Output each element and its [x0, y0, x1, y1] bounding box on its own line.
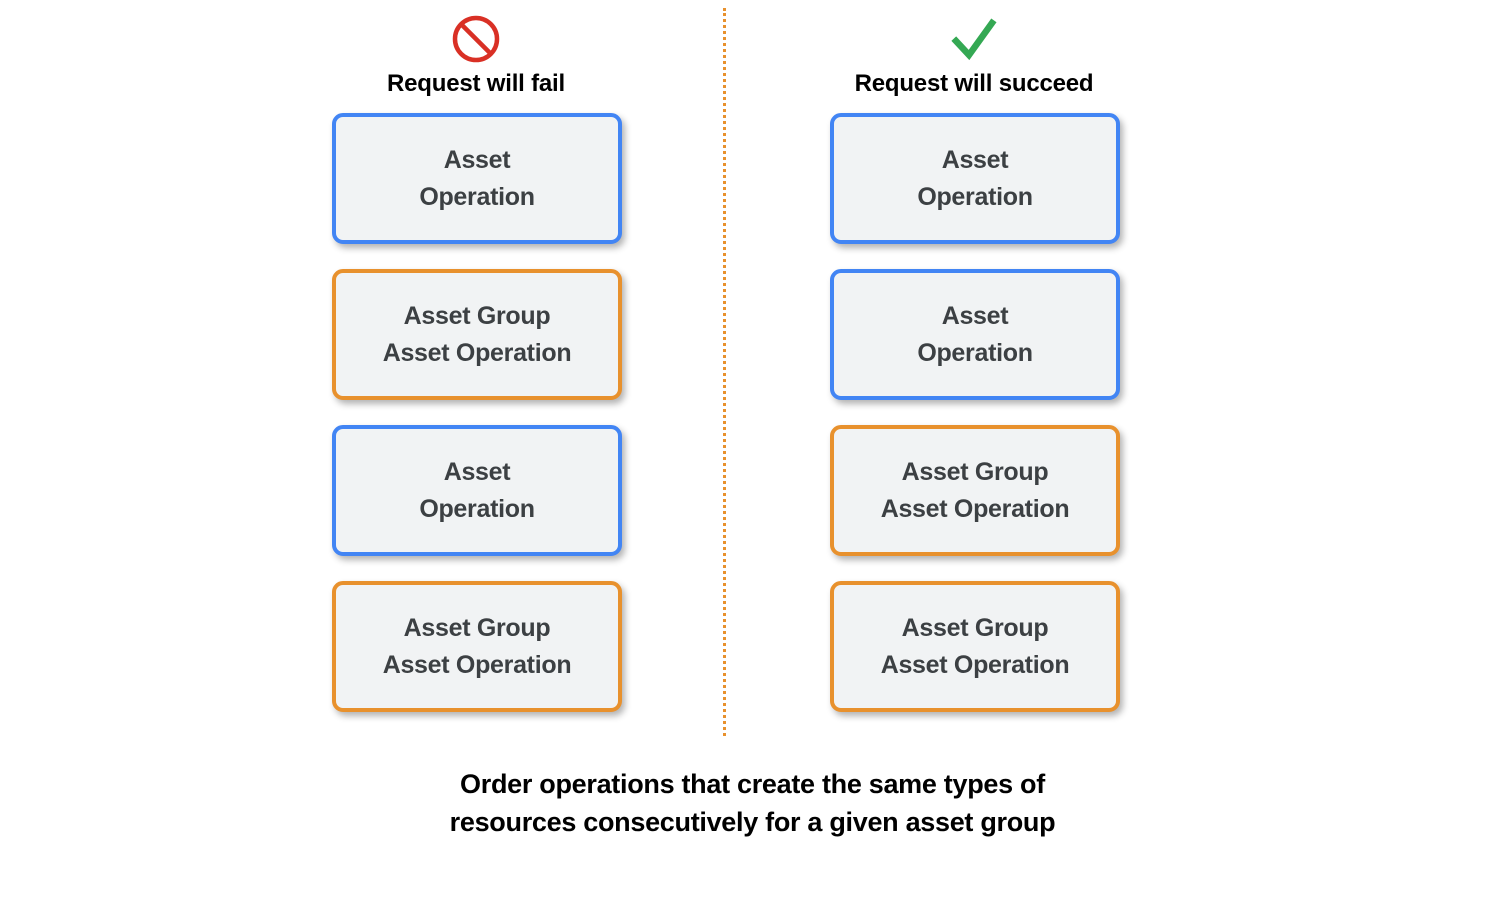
node-label: Asset Operation	[419, 145, 535, 211]
node-label: Asset Operation	[419, 457, 535, 523]
node-box-fail-4[interactable]: Asset Group Asset Operation	[332, 581, 622, 712]
node-label: Asset Group Asset Operation	[880, 457, 1070, 523]
node-box-succeed-4[interactable]: Asset Group Asset Operation	[830, 581, 1120, 712]
node-box-fail-2[interactable]: Asset Group Asset Operation	[332, 269, 622, 400]
node-box-succeed-1[interactable]: Asset Operation	[830, 113, 1120, 244]
node-box-succeed-3[interactable]: Asset Group Asset Operation	[830, 425, 1120, 556]
node-label: Asset Group Asset Operation	[382, 613, 572, 679]
box-stack-succeed: Asset Operation Asset Operation Asset Gr…	[830, 113, 1120, 737]
node-label: Asset Operation	[917, 145, 1033, 211]
node-box-succeed-2[interactable]: Asset Operation	[830, 269, 1120, 400]
node-label: Asset Operation	[917, 301, 1033, 367]
column-header-fail: Request will fail	[296, 14, 656, 98]
node-label: Asset Group Asset Operation	[382, 301, 572, 367]
diagram-caption: Order operations that create the same ty…	[449, 769, 1056, 837]
node-label: Asset Group Asset Operation	[880, 613, 1070, 679]
column-divider	[723, 8, 726, 736]
column-title-fail: Request will fail	[387, 70, 565, 97]
prohibition-icon	[452, 15, 500, 63]
node-box-fail-1[interactable]: Asset Operation	[332, 113, 622, 244]
checkmark-icon	[951, 18, 997, 61]
node-box-fail-3[interactable]: Asset Operation	[332, 425, 622, 556]
column-title-succeed: Request will succeed	[854, 70, 1094, 97]
column-header-succeed: Request will succeed	[794, 14, 1154, 98]
box-stack-fail: Asset Operation Asset Group Asset Operat…	[332, 113, 622, 737]
